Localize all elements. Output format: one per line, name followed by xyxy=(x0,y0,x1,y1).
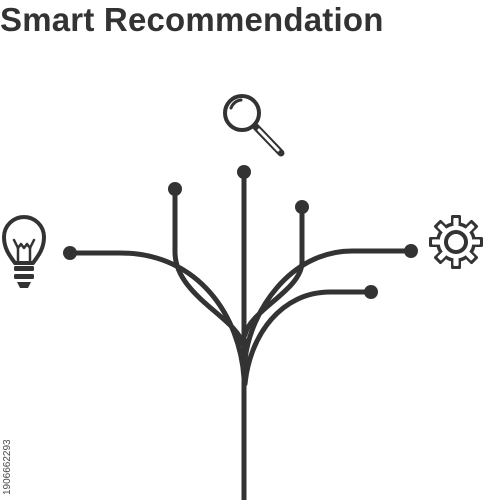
branch-left xyxy=(67,250,247,381)
stock-id-text: 1906662293 xyxy=(2,439,13,495)
branch-lower-right xyxy=(242,289,374,387)
node-lower-right xyxy=(364,285,378,299)
magnifying-glass-icon xyxy=(223,94,285,157)
gear-icon xyxy=(429,215,483,269)
lightbulb-icon xyxy=(2,215,46,288)
node-inner-right xyxy=(295,200,309,214)
node-right xyxy=(404,244,418,258)
stock-id-label: 1906662293 xyxy=(2,385,16,495)
branch-right xyxy=(242,248,414,363)
branch-inner-left xyxy=(172,186,246,348)
node-left xyxy=(63,246,77,260)
node-inner-left xyxy=(168,182,182,196)
node-top xyxy=(237,165,251,179)
page-title: Smart Recommendation xyxy=(0,1,384,38)
